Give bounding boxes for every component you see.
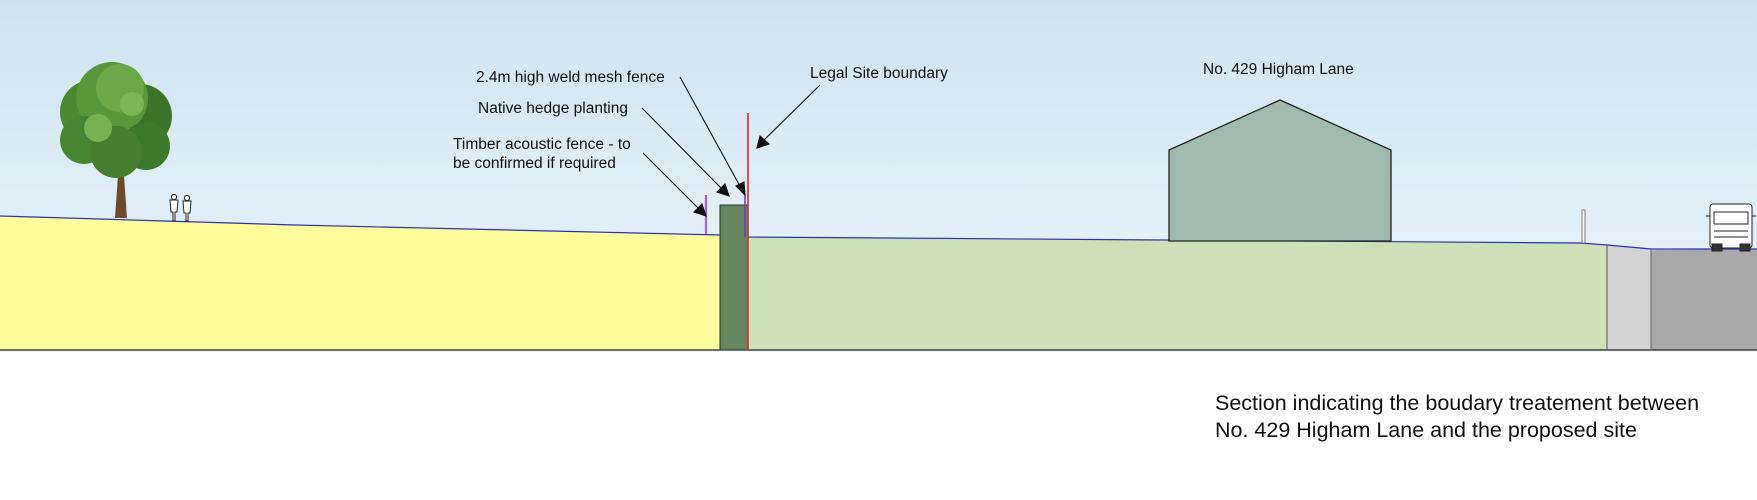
label-house: No. 429 Higham Lane bbox=[1203, 61, 1354, 78]
section-caption: Section indicating the boudary treatemen… bbox=[1215, 390, 1699, 444]
label-boundary: Legal Site boundary bbox=[810, 65, 948, 82]
person-figure-1 bbox=[169, 193, 179, 222]
proposed-site-ground bbox=[0, 216, 720, 350]
leader-hedge bbox=[641, 107, 730, 197]
road bbox=[1651, 249, 1757, 350]
ground-line bbox=[0, 215, 1757, 250]
label-fence-mesh: 2.4m high weld mesh fence bbox=[476, 69, 665, 86]
post bbox=[1581, 209, 1586, 244]
label-hedge: Native hedge planting bbox=[478, 100, 628, 117]
native-hedge bbox=[719, 204, 749, 351]
leader-boundary bbox=[756, 84, 821, 149]
tree bbox=[60, 62, 172, 218]
van bbox=[1706, 203, 1756, 252]
caption-line-1: Section indicating the boudary treatemen… bbox=[1215, 391, 1700, 415]
label-timber-line1: Timber acoustic fence - to bbox=[453, 136, 631, 153]
leader-fence-mesh bbox=[679, 76, 746, 197]
verge bbox=[1607, 245, 1651, 350]
caption-line-2: No. 429 Higham Lane and the proposed sit… bbox=[1215, 418, 1637, 442]
garden-ground bbox=[720, 235, 1607, 350]
house-429-higham-lane bbox=[1168, 99, 1392, 242]
label-timber-line2: be confirmed if required bbox=[453, 155, 616, 172]
leader-timber bbox=[642, 152, 707, 217]
person-figure-2 bbox=[182, 194, 192, 222]
